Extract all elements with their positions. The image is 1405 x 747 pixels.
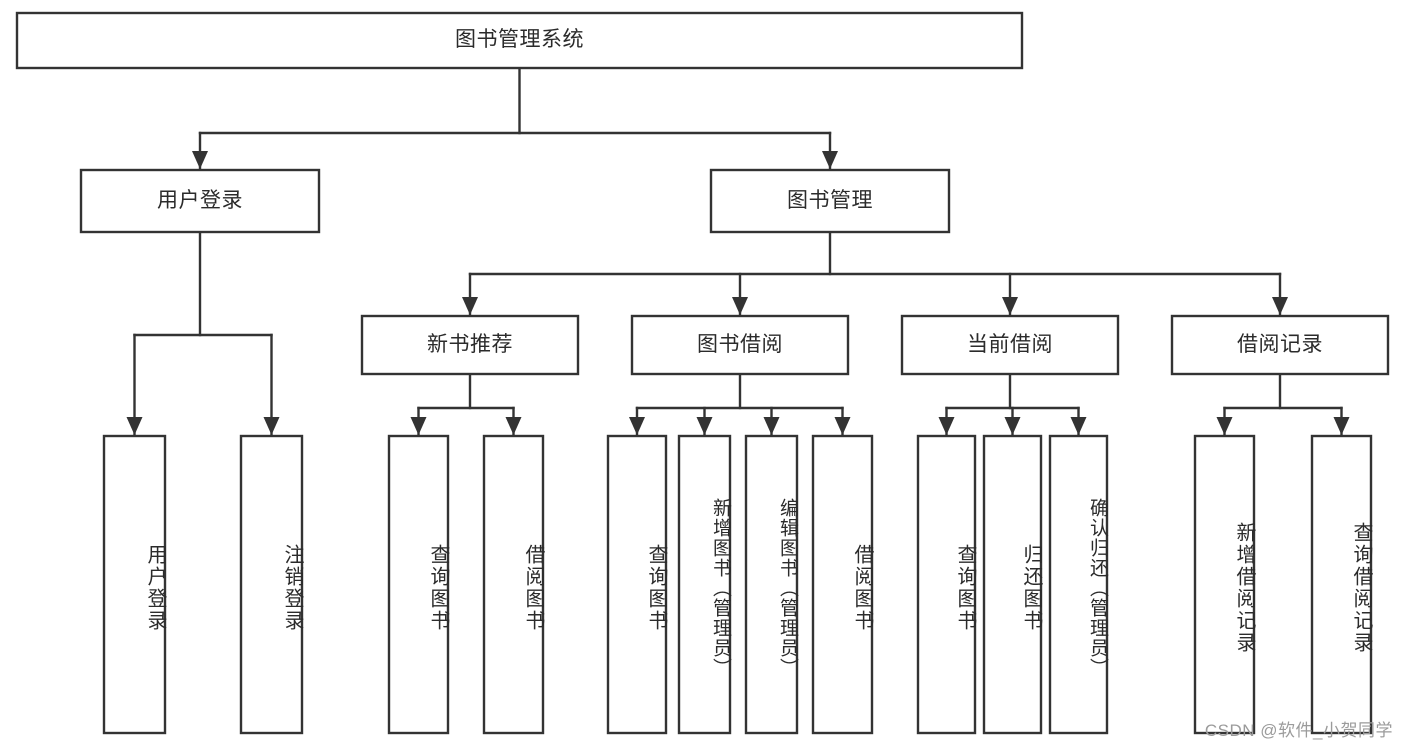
arrow-head-icon-leaf-12	[1333, 417, 1350, 435]
node-box-借阅图书	[811, 434, 874, 735]
node-box-新增图书管理员	[677, 434, 732, 735]
arrow-head-icon-level2-0	[462, 297, 478, 315]
node-box-新书推荐	[360, 314, 580, 376]
arrow-head-icon-level1-0	[192, 151, 208, 169]
arrow-head-icon-level1-1	[822, 151, 838, 169]
arrow-head-icon-leaf-5	[696, 417, 713, 435]
node-box-查询图书	[387, 434, 450, 735]
node-box-新增借阅记录	[1193, 434, 1256, 735]
arrow-head-icon-leaf-8	[938, 417, 955, 435]
node-box-查询图书	[606, 434, 668, 735]
arrow-head-icon-level2-2	[1002, 297, 1018, 315]
node-box-借阅图书	[482, 434, 545, 735]
connector-lines	[126, 66, 1350, 437]
node-box-图书管理系统	[15, 11, 1024, 70]
arrow-head-icon-leaf-2	[410, 417, 427, 435]
arrow-head-icon-level2-3	[1272, 297, 1288, 315]
node-box-用户登录	[102, 434, 167, 735]
node-box-查询借阅记录	[1310, 434, 1373, 735]
arrow-head-icon-leaf-1	[263, 417, 280, 435]
node-box-查询图书	[916, 434, 977, 735]
csdn-watermark: CSDN @软件_小贺同学	[1204, 721, 1393, 740]
node-box-当前借阅	[900, 314, 1120, 376]
node-box-图书借阅	[630, 314, 850, 376]
arrow-head-icon-leaf-7	[834, 417, 851, 435]
arrow-head-icon-leaf-0	[126, 417, 143, 435]
node-box-图书管理	[709, 168, 951, 234]
arrow-head-icon-leaf-3	[505, 417, 522, 435]
arrow-head-icon-level2-1	[732, 297, 748, 315]
arrow-head-icon-leaf-11	[1216, 417, 1233, 435]
arrow-head-icon-leaf-6	[763, 417, 780, 435]
arrow-head-icon-leaf-4	[629, 417, 645, 435]
node-box-注销登录	[239, 434, 304, 735]
node-box-用户登录	[79, 168, 321, 234]
node-box-编辑图书管理员	[744, 434, 799, 735]
node-box-归还图书	[982, 434, 1043, 735]
node-box-借阅记录	[1170, 314, 1390, 376]
arrow-head-icon-leaf-9	[1004, 417, 1021, 435]
arrow-head-icon-leaf-10	[1070, 417, 1087, 435]
node-box-确认归还管理员	[1048, 434, 1109, 735]
node-boxes	[15, 11, 1390, 735]
